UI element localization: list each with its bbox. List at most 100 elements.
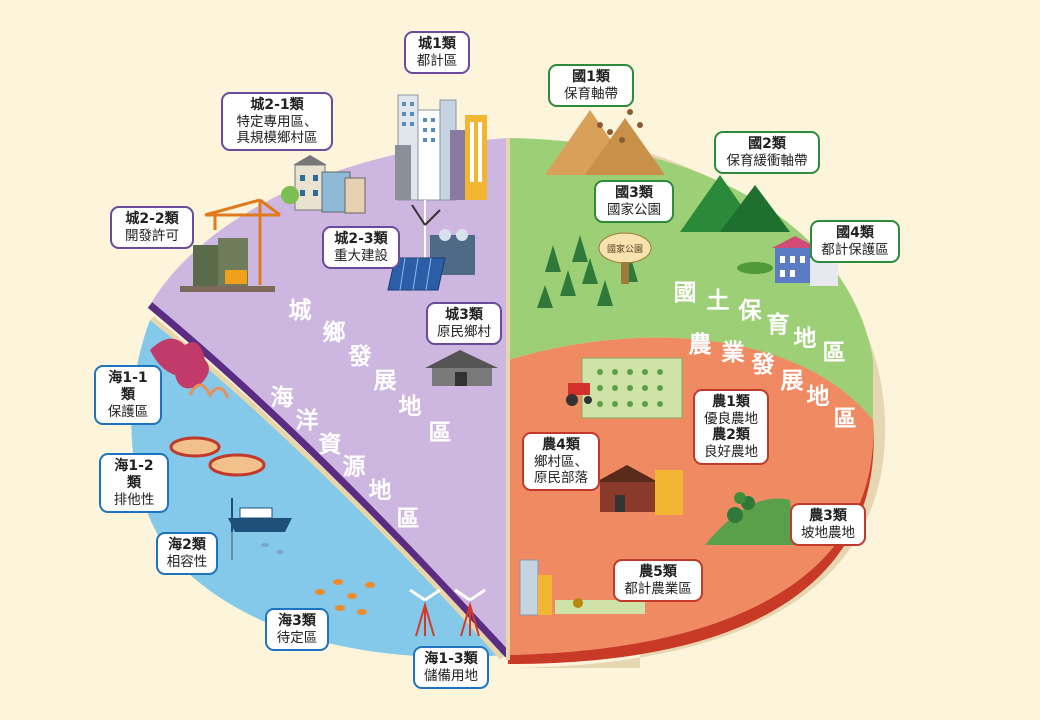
label-agri12: 農1類 優良農地 農2類 良好農地 [693, 389, 769, 465]
hut-icon [425, 350, 498, 386]
zone-marine-char: 海 [271, 384, 294, 411]
construction-site-icon [180, 238, 275, 292]
zone-agriculture-char: 地 [807, 384, 830, 410]
label-city1: 城1類 都計區 [404, 31, 470, 74]
farmhouse-icon [596, 465, 683, 515]
zone-urban-char: 地 [399, 394, 422, 420]
label-city3-title: 城3類 [445, 307, 483, 323]
zone-conservation-char: 土 [707, 288, 730, 314]
label-nat4-title: 國4類 [836, 225, 874, 241]
zone-agriculture-label: 農業發展地區 [689, 332, 857, 432]
label-nat2-sub: 保育緩衝軸帶 [726, 152, 808, 169]
zone-agriculture-char: 展 [781, 368, 804, 394]
label-sea2-sub: 相容性 [166, 553, 208, 570]
crane-icon [204, 198, 281, 285]
label-city2-3: 城2-3類 重大建設 [322, 226, 400, 269]
zone-urban-char: 區 [429, 420, 452, 446]
zone-marine [131, 320, 505, 658]
label-city2-3-sub: 重大建設 [334, 247, 388, 264]
label-agri4: 農4類 鄉村區、 原民部落 [522, 432, 600, 492]
label-agri5-sub: 都計農業區 [624, 580, 692, 597]
label-agri1-sub: 優良農地 [704, 410, 758, 427]
zone-urban-char: 展 [374, 368, 397, 394]
label-agri5: 農5類 都計農業區 [613, 559, 703, 602]
label-sea3-sub: 待定區 [276, 629, 318, 646]
label-agri4-title: 農4類 [542, 437, 580, 453]
label-city2-1-sub2: 具規模鄉村區 [236, 129, 318, 146]
park-sign-icon: 國家公園 [598, 232, 652, 284]
label-sea1-1-title: 海1-1類 [108, 370, 148, 403]
label-nat1: 國1類 保育軸帶 [548, 64, 634, 107]
label-nat3-sub: 國家公園 [607, 201, 661, 218]
label-nat1-title: 國1類 [572, 69, 610, 85]
label-city1-sub: 都計區 [416, 52, 458, 69]
zone-marine-char: 洋 [296, 407, 319, 434]
hill-farm-icon [705, 492, 795, 545]
zone-conservation-label: 國土保育地區 [674, 280, 846, 366]
label-city2-3-title: 城2-3類 [334, 231, 388, 247]
park-sign-text: 國家公園 [607, 243, 643, 255]
label-nat2-title: 國2類 [748, 136, 786, 152]
label-agri1-title: 農1類 [712, 394, 750, 410]
label-city2-2-sub: 開發許可 [125, 227, 179, 244]
zone-marine-char: 源 [343, 454, 366, 480]
zone-marine-char: 資 [319, 431, 342, 458]
zone-marine-char: 地 [369, 478, 392, 504]
label-sea1-3: 海1-3類 儲備用地 [413, 646, 489, 689]
zone-agriculture-char: 業 [721, 339, 746, 366]
label-agri3-title: 農3類 [809, 508, 847, 524]
label-agri2-title: 農2類 [712, 426, 750, 443]
label-sea3: 海3類 待定區 [265, 608, 329, 651]
zone-conservation-char: 地 [794, 326, 817, 352]
label-nat3-title: 國3類 [615, 185, 653, 201]
label-city2-1: 城2-1類 特定專用區、 具規模鄉村區 [221, 92, 333, 152]
label-sea3-title: 海3類 [278, 613, 316, 629]
power-plant-icon [387, 200, 475, 291]
ship-icon [228, 498, 292, 560]
fish-farm-icon [169, 436, 266, 477]
zone-conservation-char: 區 [823, 340, 846, 366]
label-agri3: 農3類 坡地農地 [790, 503, 866, 546]
zone-agriculture-char: 區 [834, 406, 857, 432]
label-sea1-1: 海1-1類 保護區 [94, 365, 162, 425]
label-city2-2: 城2-2類 開發許可 [110, 206, 194, 249]
fish-icon [261, 543, 375, 615]
zone-urban-char: 城 [289, 297, 312, 324]
label-sea1-3-title: 海1-3類 [424, 651, 478, 667]
label-city3-sub: 原民鄉村 [437, 323, 491, 340]
wind-turbine-icon [409, 588, 486, 637]
city-buildings-icon [395, 94, 487, 201]
label-city3: 城3類 原民鄉村 [426, 302, 502, 345]
label-sea1-1-sub: 保護區 [107, 403, 149, 420]
coral-icon [150, 338, 230, 399]
zone-marine-char: 區 [397, 506, 420, 532]
zone-urban-char: 鄉 [323, 320, 346, 346]
label-sea1-2-title: 海1-2類 [114, 458, 154, 491]
label-nat4-sub: 都計保護區 [821, 241, 889, 258]
agriculture-edge [508, 420, 874, 664]
tractor-icon [566, 383, 592, 406]
label-city2-1-sub: 特定專用區、 [236, 113, 318, 130]
zone-urban-char: 發 [348, 344, 372, 370]
label-city2-1-title: 城2-1類 [250, 97, 304, 113]
zone-conservation-char: 國 [674, 280, 697, 306]
label-agri2-sub: 良好農地 [704, 443, 758, 460]
label-sea2-title: 海2類 [168, 537, 206, 553]
label-sea1-2-sub: 排他性 [113, 491, 155, 508]
zone-conservation-char: 保 [738, 297, 763, 324]
label-nat1-sub: 保育軸帶 [564, 85, 618, 102]
label-agri4-sub: 鄉村區、 [534, 453, 588, 470]
label-sea2: 海2類 相容性 [156, 532, 218, 575]
houses-icon [281, 155, 366, 214]
label-sea1-3-sub: 儲備用地 [424, 667, 478, 684]
zone-agriculture-char: 農 [689, 332, 712, 358]
label-agri5-title: 農5類 [639, 564, 677, 580]
label-agri3-sub: 坡地農地 [801, 524, 855, 541]
label-city2-2-title: 城2-2類 [125, 211, 179, 227]
urban-farm-icon [519, 559, 645, 616]
label-nat3: 國3類 國家公園 [594, 180, 674, 223]
